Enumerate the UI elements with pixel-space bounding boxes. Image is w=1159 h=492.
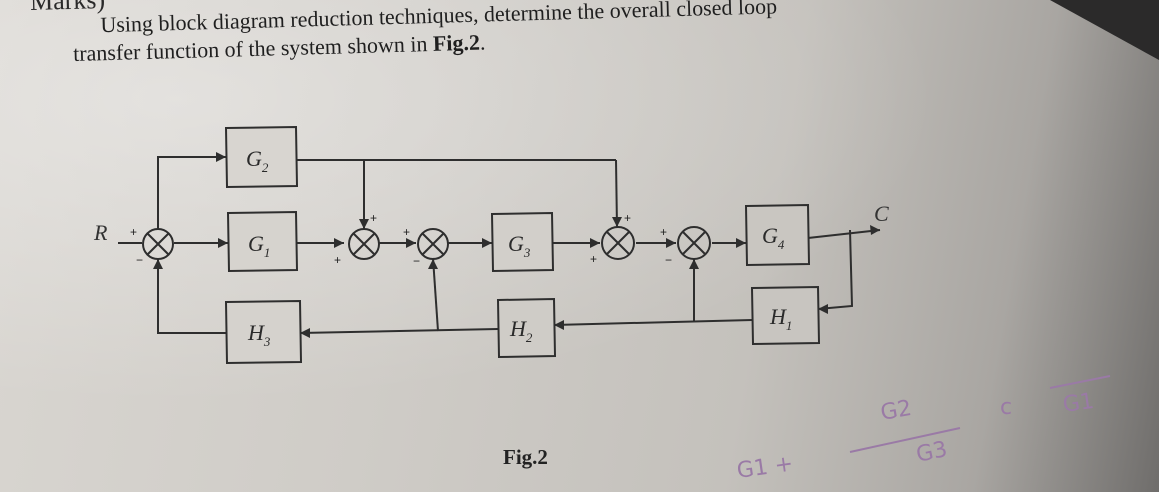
output-label-c: C xyxy=(874,201,889,226)
sign-minus: − xyxy=(665,253,672,267)
handwritten-g1-plus: G1 + xyxy=(735,451,794,484)
figure-caption: Fig.2 xyxy=(503,445,548,469)
handwritten-right-term: G1 xyxy=(1061,389,1095,418)
sign-plus: + xyxy=(624,211,631,225)
sign-plus: + xyxy=(403,225,410,239)
sign-minus: − xyxy=(413,254,420,268)
handwritten-fraction-bar xyxy=(849,427,961,453)
block-g3-label: G3 xyxy=(508,231,531,260)
sign-minus: − xyxy=(136,253,143,267)
block-g2-label: G2 xyxy=(246,146,269,175)
handwritten-denominator: G3 xyxy=(914,437,950,468)
block-g4-label: G4 xyxy=(762,223,785,252)
handwritten-equals-mark: c xyxy=(1000,395,1012,420)
sign-plus: + xyxy=(370,211,377,225)
handwritten-bar-right xyxy=(1049,375,1111,389)
sign-plus: + xyxy=(660,225,667,239)
block-h2-label: H2 xyxy=(509,316,533,345)
block-g1-label: G1 xyxy=(248,231,270,260)
input-label-r: R xyxy=(93,220,108,245)
block-h1-label: H1 xyxy=(769,304,792,333)
sign-plus: + xyxy=(590,252,597,266)
block-h3-label: H3 xyxy=(247,320,271,349)
sign-plus: + xyxy=(130,225,137,239)
sign-plus: + xyxy=(334,253,341,267)
handwritten-numerator: G2 xyxy=(879,396,914,426)
